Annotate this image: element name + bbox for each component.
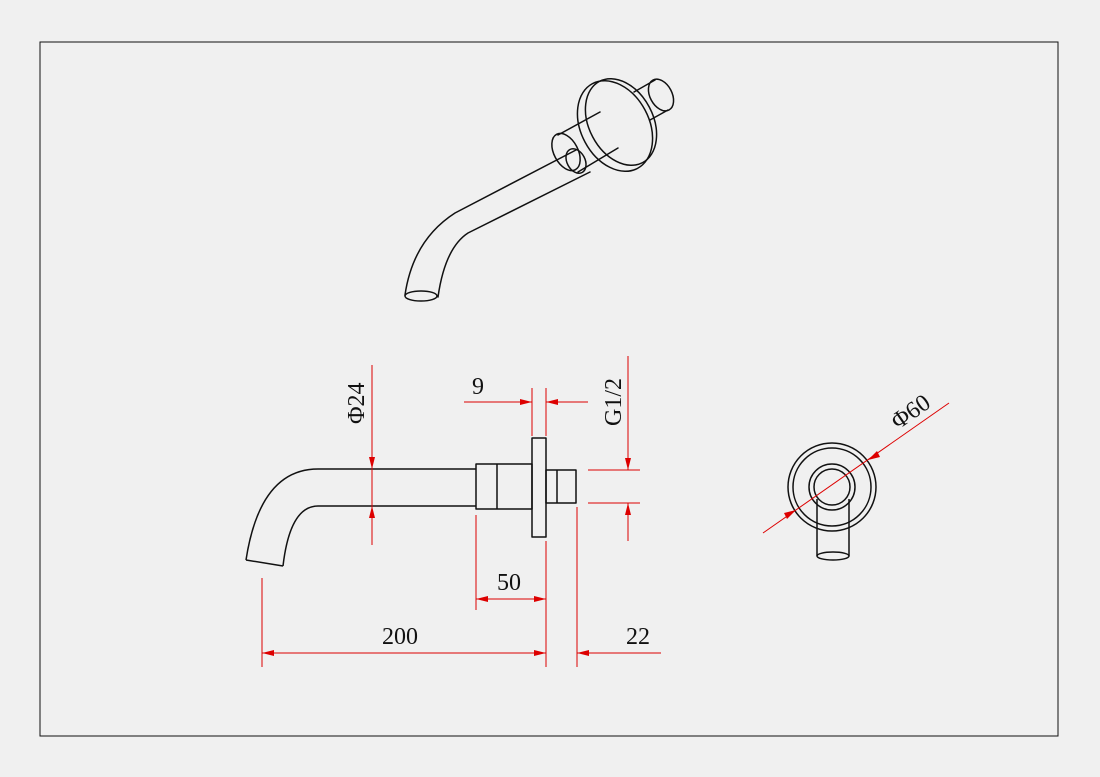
isometric-view [404,77,675,302]
dim-flange-thickness [464,388,588,436]
label-flange-diameter: Φ60 [887,390,936,435]
label-inlet-length: 22 [626,624,650,650]
dim-flange-diameter [762,402,950,534]
label-spout-length: 200 [382,624,418,650]
dim-thread [588,356,640,541]
drawing-frame [39,41,1059,737]
dim-sleeve-length [475,515,546,610]
front-view [787,442,877,561]
dim-spout-length [261,541,547,667]
label-sleeve-length: 50 [497,570,521,596]
label-pipe-diameter: Φ24 [344,382,370,424]
label-flange-thickness: 9 [472,374,484,400]
dim-inlet-length [576,507,661,667]
label-thread: G1/2 [601,378,627,426]
side-view [245,437,577,567]
